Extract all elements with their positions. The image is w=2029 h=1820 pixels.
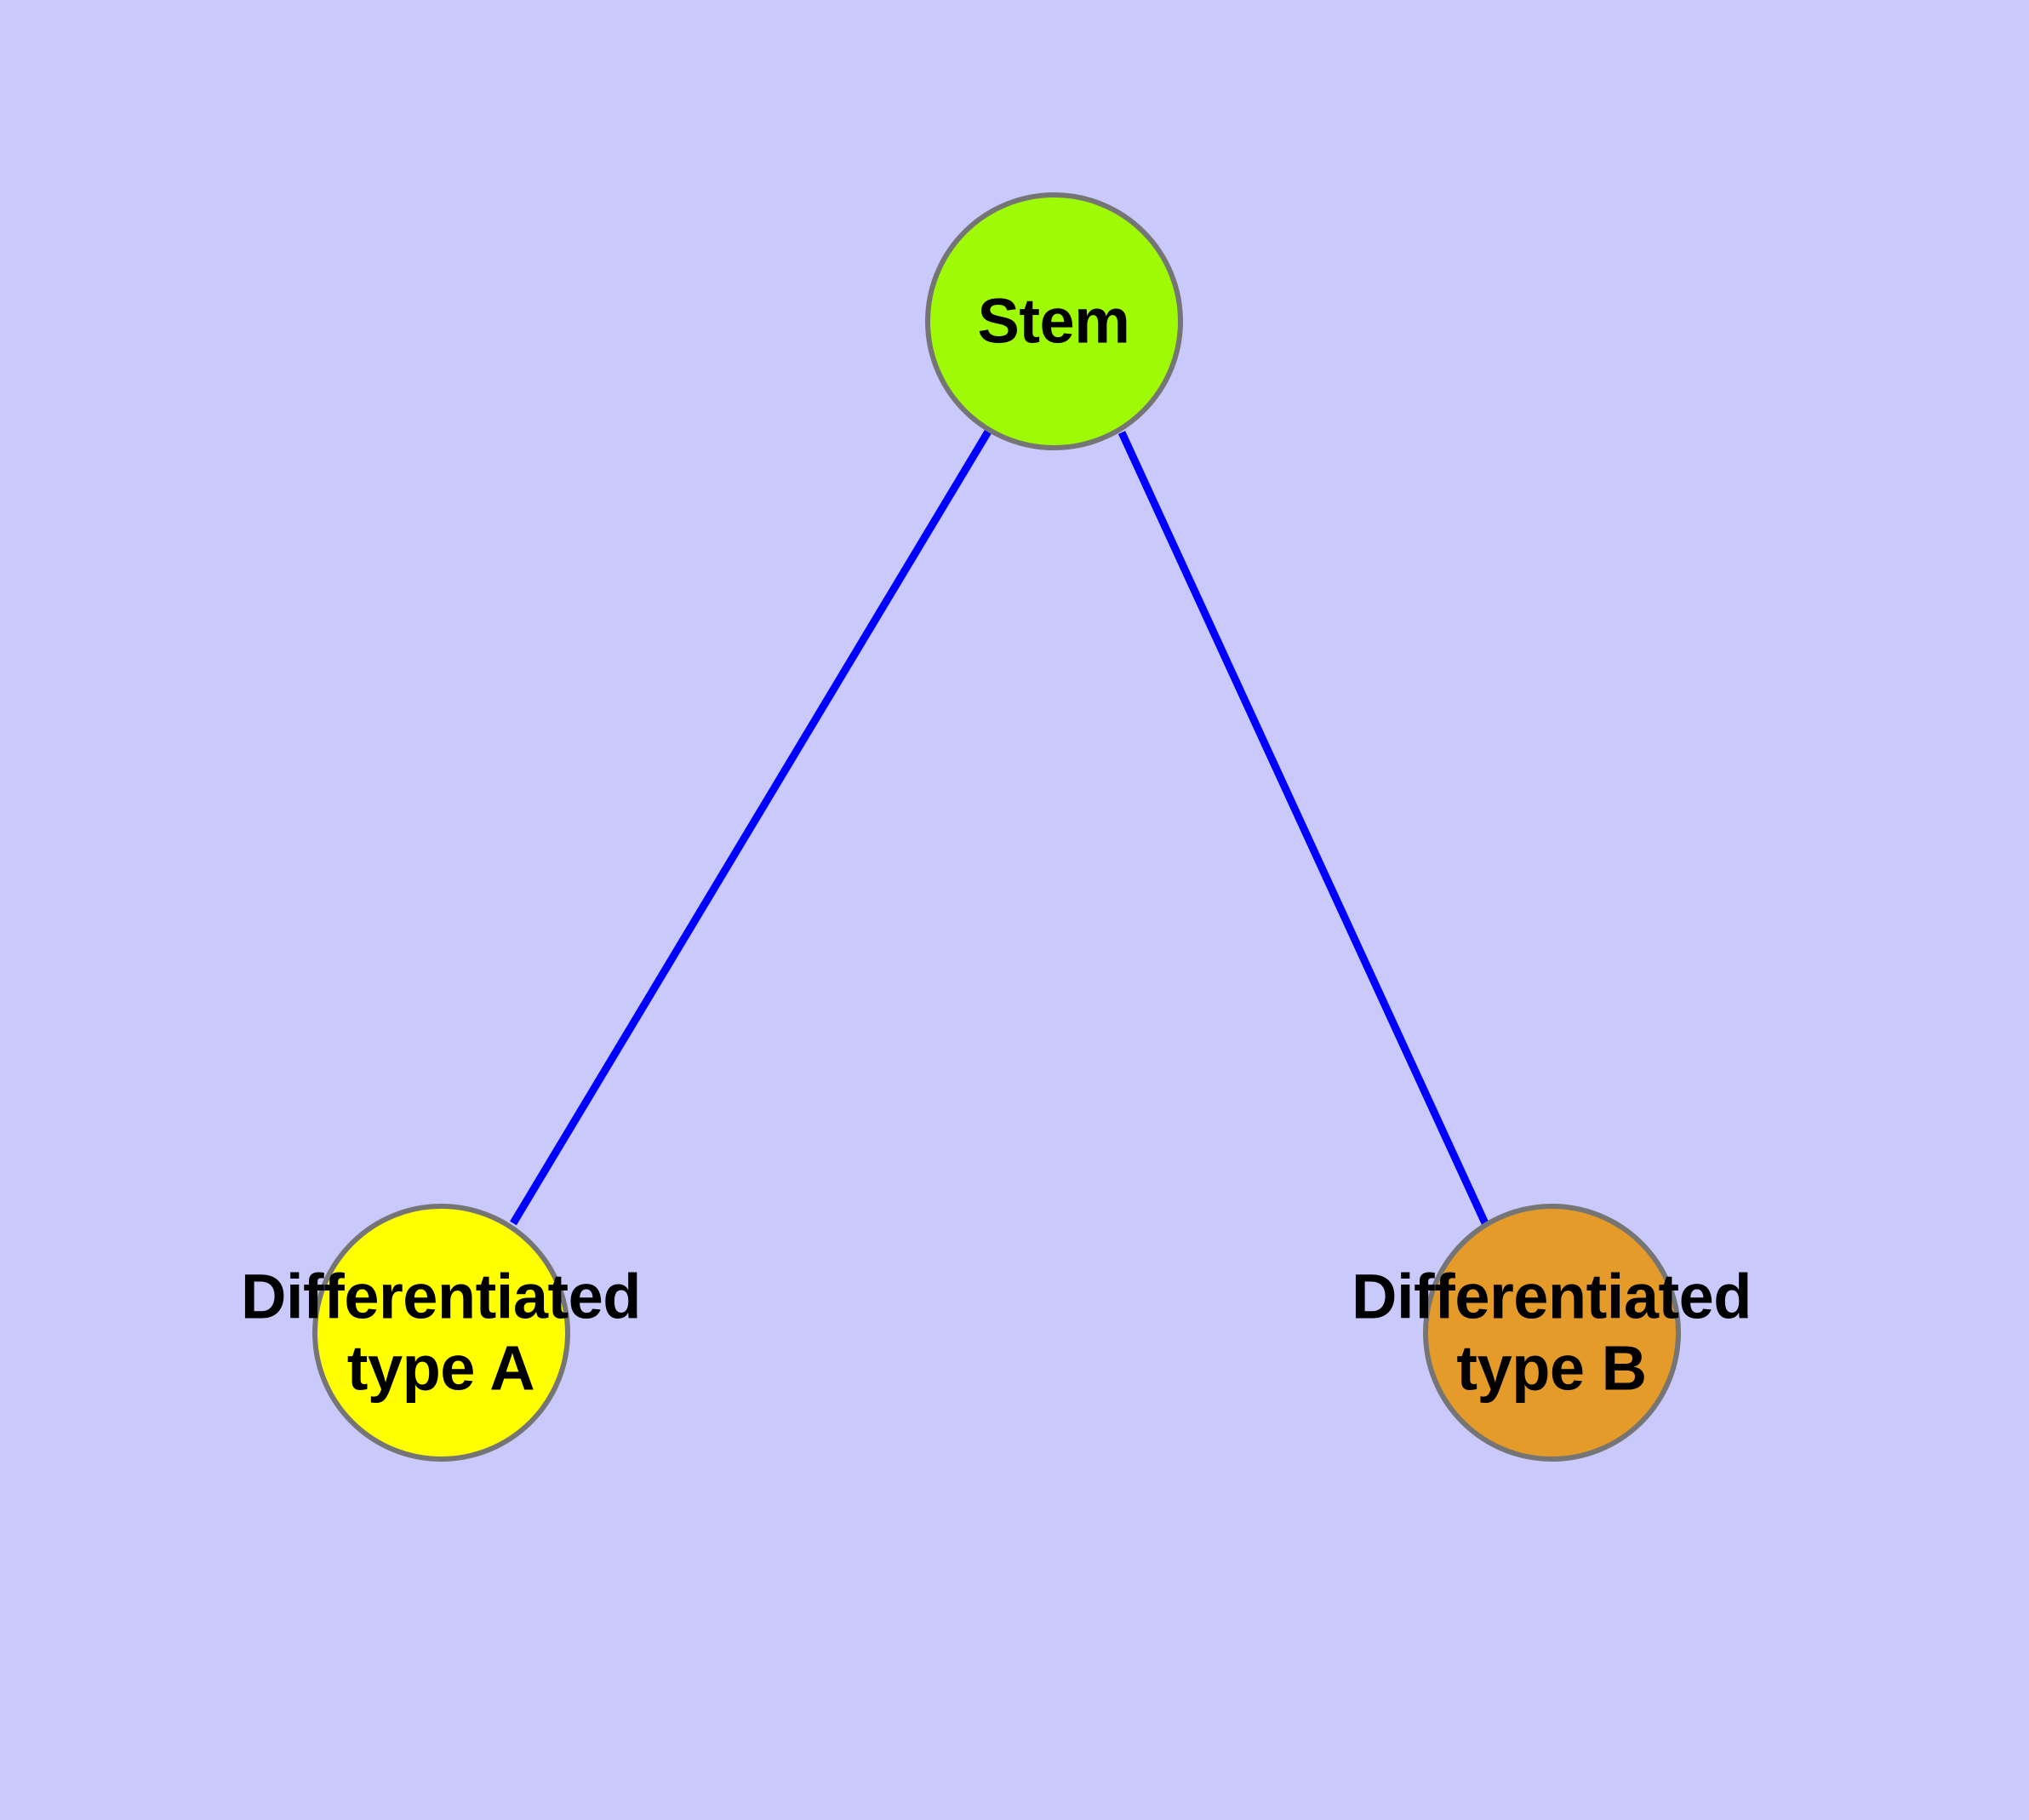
edge-stem-to-differentiated-type-b	[1117, 431, 1489, 1225]
node-stem-circle	[924, 192, 1183, 450]
node-differentiated-type-b-circle	[1422, 1203, 1681, 1462]
edge-stem-to-differentiated-type-a	[510, 429, 992, 1226]
node-stem-label: Stem	[977, 285, 1130, 357]
node-stem[interactable]: Stem	[924, 192, 1183, 450]
node-differentiated-type-a-circle	[311, 1203, 570, 1462]
